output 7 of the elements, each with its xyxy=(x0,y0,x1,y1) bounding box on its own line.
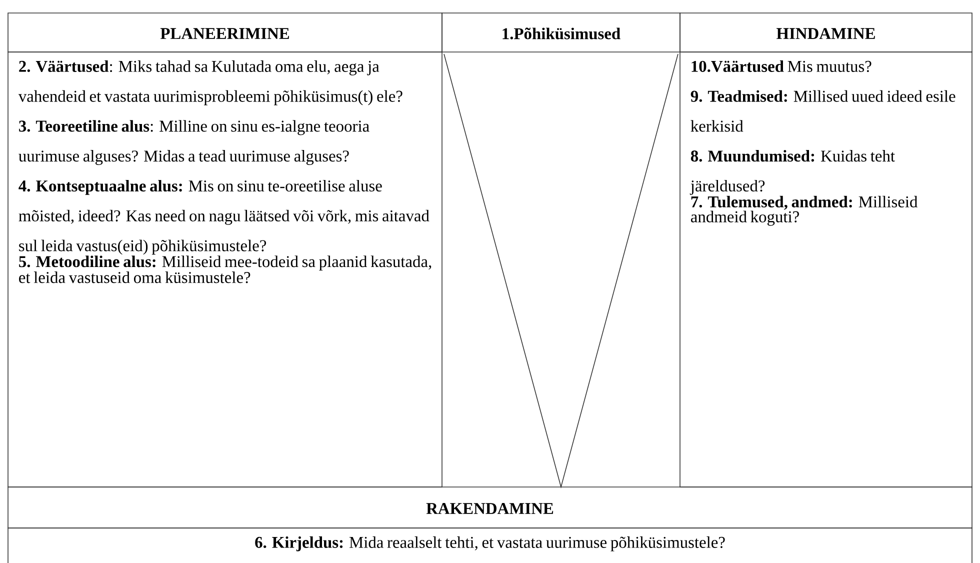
text-cell: 10.Väärtused Mis muutus? 9. Teadmised: Millised uued ideed esile kerkisid 8. Muundumised: Kuidas teht järeldused? 7. Tulemused, andmed: Milliseid andmeid koguti? xyxy=(680,52,972,488)
text-cell: 2. Väärtused: Miks tahad sa Kulutada oma elu, aega ja vahendeid et vastata uurimisprobleemi põhiküsimus(t) ele? 3. Teoreetiline alus: Milline on sinu es-ialgne teooria uurimuse alguses? Midas a tead uurimuse alguses? 4. Kontseptuaalne alus: Mis on sinu te-oreetilise aluse mõisted, ideed? Kas need on nagu läätsed või võrk, mis aitavad sul leida vastus(eid) põhiküsimustele? 5. Metoodiline alus: Milliseid mee-todeid sa plaanid kasutada, et leida vastuseid oma küsimustele? xyxy=(8,52,442,488)
header-cell: 1.Põhiküsimused xyxy=(442,12,680,52)
header-cell: HINDAMINE xyxy=(680,12,972,52)
header-cell: PLANEERIMINE xyxy=(8,12,442,52)
header-cell: RAKENDAMINE xyxy=(8,486,972,528)
text-cell: 6. Kirjeldus: Mida reaalselt tehti, et vastata uurimuse põhiküsimustele? xyxy=(8,528,972,563)
